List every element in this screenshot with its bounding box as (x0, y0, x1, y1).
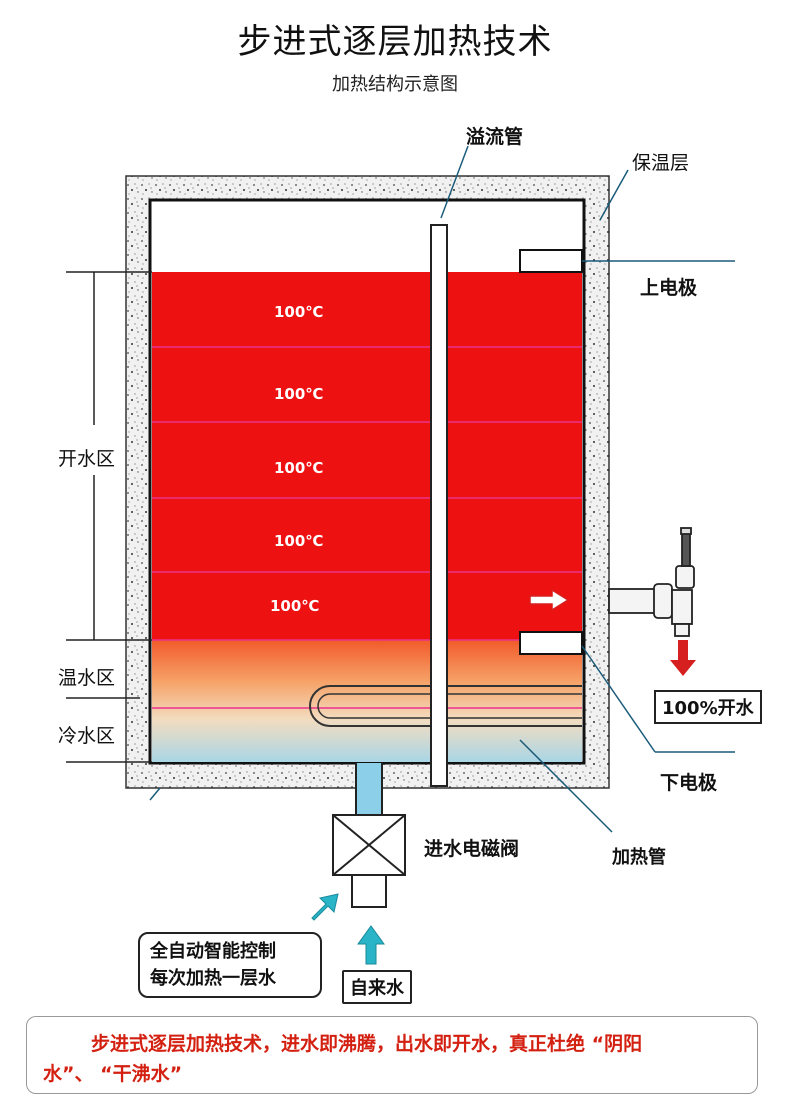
label-cold-zone: 冷水区 (58, 725, 116, 747)
layer-temp-1: 100℃ (274, 303, 324, 321)
zone-bracket (66, 271, 152, 763)
layer-temp-3: 100℃ (274, 459, 324, 477)
label-insulation: 保温层 (632, 152, 690, 174)
tap-water-box: 自来水 (342, 970, 412, 1004)
leader-lines (149, 145, 735, 833)
page-subtitle: 加热结构示意图 (332, 74, 458, 95)
label-overflow-pipe: 溢流管 (466, 126, 524, 148)
cyan-arrow-up (357, 925, 385, 965)
heating-element (309, 685, 582, 727)
upper-electrode (519, 249, 583, 273)
down-arrow-red (670, 640, 696, 676)
outflow-arrow (529, 588, 570, 612)
label-inlet-valve: 进水电磁阀 (424, 838, 520, 860)
control-note-line2: 每次加热一层水 (150, 968, 276, 989)
layer-temp-2: 100℃ (274, 385, 324, 403)
outlet-label-box: 100%开水 (654, 690, 762, 724)
solenoid-valve (332, 814, 406, 908)
label-warm-zone: 温水区 (58, 667, 116, 689)
warm-cold-water (152, 640, 582, 762)
label-upper-electrode: 上电极 (640, 277, 698, 299)
page-title: 步进式逐层加热技术 (237, 22, 553, 62)
layer-lines (152, 346, 582, 709)
lower-electrode (519, 631, 583, 655)
outlet-faucet (608, 527, 695, 637)
control-note-line1: 全自动智能控制 (150, 941, 276, 962)
overflow-pipe (430, 224, 448, 787)
layer-temp-4: 100℃ (274, 532, 324, 550)
footer-note: 步进式逐层加热技术，进水即沸腾，出水即开水，真正杜绝 “阴阳 水”、 “干沸水” (26, 1016, 758, 1094)
boiling-water (152, 272, 582, 640)
footer-line1: 步进式逐层加热技术，进水即沸腾，出水即开水，真正杜绝 “阴阳 (91, 1033, 643, 1055)
inlet-pipe (356, 763, 382, 815)
label-heating-pipe: 加热管 (612, 847, 666, 868)
label-lower-electrode: 下电极 (660, 772, 718, 794)
footer-line2: 水”、 “干沸水” (43, 1063, 183, 1085)
label-boiling-zone: 开水区 (58, 448, 116, 470)
cyan-arrow-diagonal (311, 893, 339, 921)
layer-temp-5: 100℃ (270, 597, 320, 615)
control-note-box: 全自动智能控制 每次加热一层水 (138, 932, 322, 998)
